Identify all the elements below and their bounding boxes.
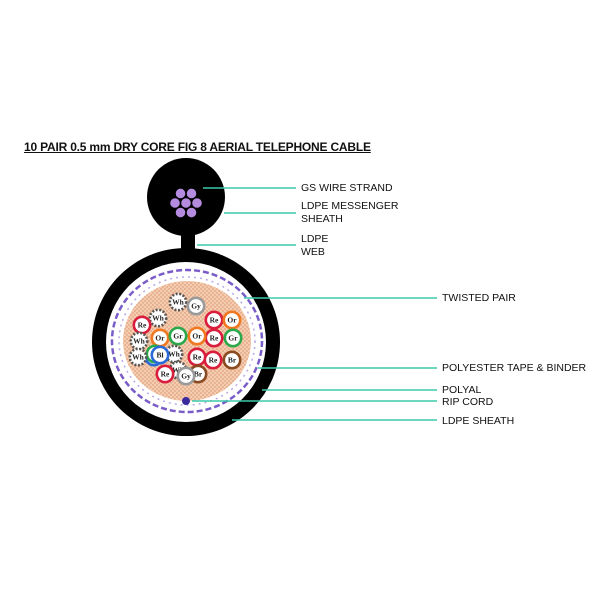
conductor-code: Wh [133, 337, 146, 346]
conductor-code: Re [210, 334, 219, 343]
conductor: Re [203, 350, 223, 370]
label-text: RIP CORD [442, 396, 494, 408]
diagram-title: 10 PAIR 0.5 mm DRY CORE FIG 8 AERIAL TEL… [24, 140, 371, 154]
conductor-code: Gr [173, 332, 183, 341]
conductor-insulation [168, 326, 188, 346]
conductor-insulation [222, 310, 242, 330]
conductor: Re [155, 364, 175, 384]
conductor-code: Bl [156, 351, 163, 360]
conductor: Bl [150, 345, 170, 365]
conductor: Re [204, 310, 224, 330]
conductor-code: Re [193, 353, 202, 362]
label-ldpe-web: LDPE WEB [301, 233, 328, 259]
conductor-code: Wh [172, 298, 185, 307]
label-text: POLYESTER TAPE & BINDER [442, 362, 587, 374]
label-rip-cord: RIP CORD [442, 396, 493, 409]
conductor: Or [150, 328, 170, 348]
label-text: POLYAL [442, 384, 482, 396]
steel-wire [191, 197, 203, 209]
conductor: Re [132, 315, 152, 335]
label-text: LDPE MESSENGER [301, 200, 399, 212]
conductor-insulation [176, 366, 196, 386]
conductor-code: Re [210, 316, 219, 325]
conductor-insulation [186, 296, 206, 316]
label-text: TWISTED PAIR [442, 292, 516, 304]
steel-wire [180, 197, 192, 209]
conductor-code: Gy [181, 372, 191, 381]
conductor: Or [187, 326, 207, 346]
conductor: Gr [168, 326, 188, 346]
label-text: LDPE [301, 233, 329, 245]
leader-lines [192, 187, 437, 421]
conductor: Gy [176, 366, 196, 386]
label-ldpe-sheath: LDPE SHEATH [442, 415, 514, 428]
steel-wire [185, 187, 198, 200]
conductor-insulation [128, 347, 148, 367]
conductor-code: Gr [228, 334, 238, 343]
conductor: Wh [148, 308, 168, 328]
conductor-insulation [148, 308, 168, 328]
conductor-code: Re [209, 356, 218, 365]
label-text: WEB [301, 246, 325, 258]
label-twisted-pair: TWISTED PAIR [442, 292, 516, 305]
conductor: Re [187, 347, 207, 367]
conductor-code: Br [194, 370, 203, 379]
gs-wire-strand [169, 187, 203, 219]
conductor: Wh [168, 292, 188, 312]
steel-wire [174, 187, 187, 200]
conductor-insulation [168, 292, 188, 312]
conductor-code: Or [192, 332, 202, 341]
conductor-insulation [155, 364, 175, 384]
conductor: Re [204, 328, 224, 348]
conductor: Or [222, 310, 242, 330]
conductor-code: Wh [168, 350, 181, 359]
conductor: Gy [186, 296, 206, 316]
label-text: GS WIRE STRAND [301, 182, 393, 194]
conductor-code: Re [138, 321, 147, 330]
label-text: SHEATH [301, 213, 343, 225]
label-polyal: POLYAL [442, 384, 481, 397]
conductor: Gr [223, 328, 243, 348]
conductor: Wh [128, 347, 148, 367]
rip-cord [182, 397, 190, 405]
conductor-code: Or [227, 316, 237, 325]
label-gs-wire-strand: GS WIRE STRAND [301, 182, 393, 195]
steel-wire [185, 206, 198, 219]
conductor-code: Wh [152, 314, 165, 323]
conductor-insulation [204, 310, 224, 330]
ldpe-messenger-sheath [147, 158, 225, 236]
conductor-code: Wh [132, 353, 145, 362]
conductor-insulation [223, 328, 243, 348]
conductor: Br [222, 350, 242, 370]
conductor-insulation [187, 326, 207, 346]
label-polyester-tape-binder: POLYESTER TAPE & BINDER [442, 362, 586, 375]
conductor: Wh [129, 331, 149, 351]
conductor-insulation [222, 350, 242, 370]
steel-wire [174, 206, 187, 219]
label-ldpe-messenger-sheath: LDPE MESSENGER SHEATH [301, 200, 398, 226]
conductor-code: Gy [191, 302, 201, 311]
conductor-insulation [203, 350, 223, 370]
twisted-pairs: WhGyWhOrReBlGrWhReOrReGrWhOrReGrWhBlWhBr… [128, 292, 243, 386]
steel-wire [169, 197, 181, 209]
binder-inner [118, 276, 256, 406]
conductor-code: Br [228, 356, 237, 365]
conductor-code: Or [155, 334, 165, 343]
conductor-code: Re [161, 370, 170, 379]
conductor-code: Wh [172, 366, 185, 375]
label-text: LDPE SHEATH [442, 415, 515, 427]
conductor-insulation [150, 345, 170, 365]
